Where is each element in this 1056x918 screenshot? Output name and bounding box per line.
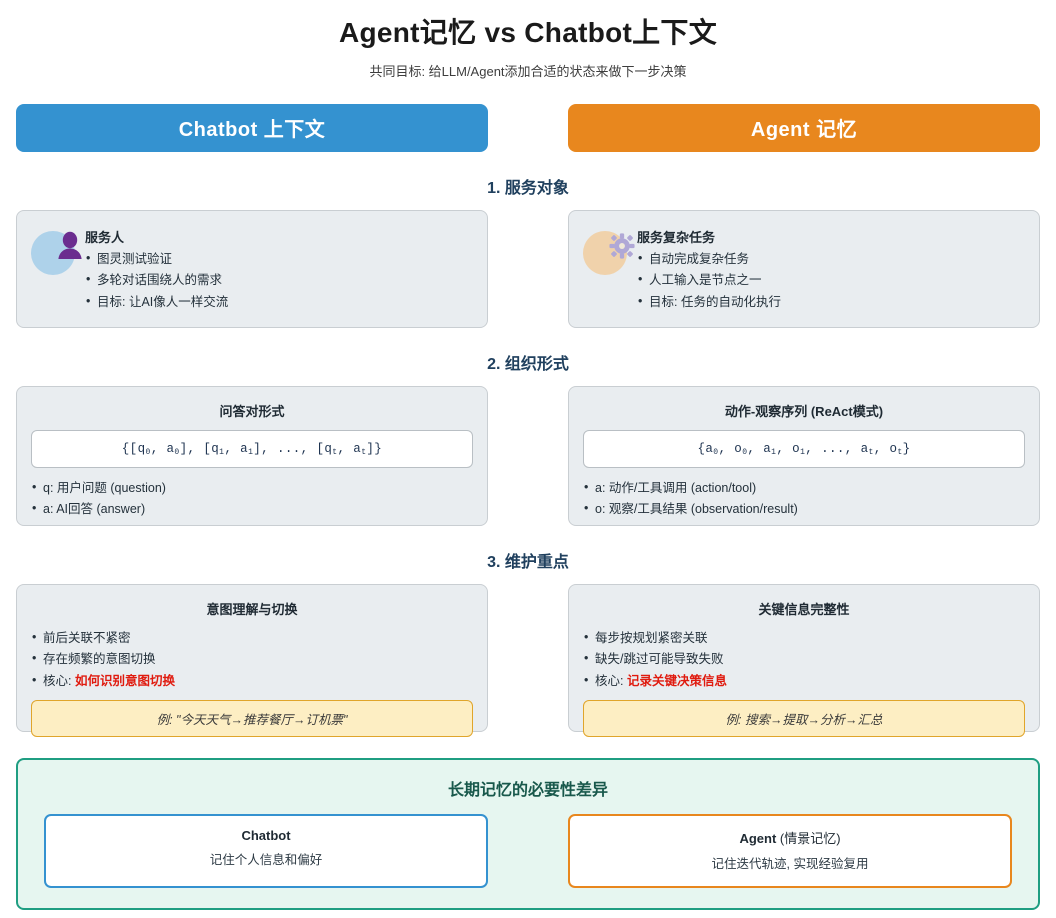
role-bullets-right: 自动完成复杂任务 人工输入是节点之一 目标: 任务的自动化执行 xyxy=(637,248,781,314)
format-notes-left: q: 用户问题 (question) a: AI回答 (answer) xyxy=(31,477,473,521)
card-format-right: 动作-观察序列 (ReAct模式) {a0, o0, a1, o1, ..., … xyxy=(568,385,1040,526)
list-item: a: AI回答 (answer) xyxy=(31,498,473,521)
section-1-row: 服务人 图灵测试验证 多轮对话围绕人的需求 目标: 让AI像人一样交流 xyxy=(16,209,1040,328)
role-title: 服务人 xyxy=(85,229,125,245)
list-item-core: 核心: 记录关键决策信息 xyxy=(583,670,1025,693)
banner-chatbot[interactable]: Chatbot 上下文 xyxy=(16,103,488,152)
card-focus-right: 关键信息完整性 每步按规划紧密关联 缺失/跳过可能导致失败 核心: 记录关键决策… xyxy=(568,583,1040,738)
card-title: 意图理解与切换 xyxy=(206,601,298,617)
banner-row: Chatbot 上下文 Agent 记忆 xyxy=(16,103,1040,152)
role-bullets-left: 图灵测试验证 多轮对话围绕人的需求 目标: 让AI像人一样交流 xyxy=(85,248,228,314)
title-light: (情景记忆) xyxy=(779,830,841,846)
focus-bullets-right: 每步按规划紧密关联 缺失/跳过可能导致失败 核心: 记录关键决策信息 xyxy=(583,627,1025,693)
format-notes-right: a: 动作/工具调用 (action/tool) o: 观察/工具结果 (obs… xyxy=(583,477,1025,521)
role-title: 服务复杂任务 xyxy=(637,229,716,245)
bottom-card-title: Agent (情景记忆) xyxy=(580,828,1000,847)
card-format-left: 问答对形式 {[q0, a0], [q1, a1], ..., [qt, at]… xyxy=(16,385,488,526)
core-label: 核心: xyxy=(595,673,627,688)
list-item: 多轮对话围绕人的需求 xyxy=(85,269,228,292)
list-item: 存在频繁的意图切换 xyxy=(31,648,473,671)
bottom-card-row: Chatbot 记住个人信息和偏好 Agent (情景记忆) 记住迭代轨迹, 实… xyxy=(44,813,1012,888)
example-box-left: 例: "今天天气→推荐餐厅→订机票" xyxy=(31,700,473,738)
page-subtitle: 共同目标: 给LLM/Agent添加合适的状态来做下一步决策 xyxy=(369,63,687,79)
card-title: 问答对形式 xyxy=(219,403,285,419)
page-title: Agent记忆 vs Chatbot上下文 xyxy=(338,17,718,48)
list-item: o: 观察/工具结果 (observation/result) xyxy=(583,498,1025,521)
role-body-left: 服务人 图灵测试验证 多轮对话围绕人的需求 目标: 让AI像人一样交流 xyxy=(85,225,228,314)
card-service-target-left: 服务人 图灵测试验证 多轮对话围绕人的需求 目标: 让AI像人一样交流 xyxy=(16,209,488,328)
list-item: 图灵测试验证 xyxy=(85,248,228,271)
list-item: 自动完成复杂任务 xyxy=(637,248,781,271)
bottom-card-desc: 记住迭代轨迹, 实现经验复用 xyxy=(711,856,869,871)
bottom-card-desc: 记住个人信息和偏好 xyxy=(209,852,323,867)
example-box-right: 例: 搜索→提取→分析→汇总 xyxy=(583,700,1025,738)
section-heading-3: 3. 维护重点 xyxy=(487,553,569,571)
code-box-react-format: {a0, o0, a1, o1, ..., at, ot} xyxy=(583,429,1025,468)
role-body-right: 服务复杂任务 自动完成复杂任务 人工输入是节点之一 目标: 任务的自动化执行 xyxy=(637,225,781,314)
title-strong: Chatbot xyxy=(241,827,291,843)
person-icon xyxy=(58,231,82,259)
list-item: q: 用户问题 (question) xyxy=(31,477,473,500)
section-heading-2: 2. 组织形式 xyxy=(487,355,569,373)
title-strong: Agent xyxy=(739,830,780,846)
list-item: 每步按规划紧密关联 xyxy=(583,627,1025,650)
code-box-qa-format: {[q0, a0], [q1, a1], ..., [qt, at]} xyxy=(31,429,473,468)
long-term-memory-panel: 长期记忆的必要性差异 Chatbot 记住个人信息和偏好 Agent (情景记忆… xyxy=(16,757,1040,910)
card-focus-left: 意图理解与切换 前后关联不紧密 存在频繁的意图切换 核心: 如何识别意图切换 例… xyxy=(16,583,488,738)
bottom-panel-title: 长期记忆的必要性差异 xyxy=(447,781,608,799)
list-item: 目标: 让AI像人一样交流 xyxy=(85,291,228,314)
core-label: 核心: xyxy=(43,673,75,688)
list-item: 目标: 任务的自动化执行 xyxy=(637,291,781,314)
section-3-row: 意图理解与切换 前后关联不紧密 存在频繁的意图切换 核心: 如何识别意图切换 例… xyxy=(16,583,1040,738)
section-2-row: 问答对形式 {[q0, a0], [q1, a1], ..., [qt, at]… xyxy=(16,385,1040,526)
core-value: 记录关键决策信息 xyxy=(626,673,727,688)
section-heading-1: 1. 服务对象 xyxy=(487,179,569,197)
gear-icon xyxy=(609,233,635,259)
bottom-card-agent[interactable]: Agent (情景记忆) 记住迭代轨迹, 实现经验复用 xyxy=(568,813,1012,888)
card-service-target-right: 服务复杂任务 自动完成复杂任务 人工输入是节点之一 目标: 任务的自动化执行 xyxy=(568,209,1040,328)
bottom-card-title: Chatbot xyxy=(56,828,476,843)
person-icon-badge xyxy=(31,227,82,275)
list-item: 人工输入是节点之一 xyxy=(637,269,781,292)
gear-icon-badge xyxy=(583,227,635,275)
bottom-card-chatbot[interactable]: Chatbot 记住个人信息和偏好 xyxy=(44,813,488,888)
list-item: 缺失/跳过可能导致失败 xyxy=(583,648,1025,671)
card-title: 关键信息完整性 xyxy=(758,601,850,617)
banner-agent[interactable]: Agent 记忆 xyxy=(568,103,1040,152)
list-item: a: 动作/工具调用 (action/tool) xyxy=(583,477,1025,500)
list-item: 前后关联不紧密 xyxy=(31,627,473,650)
focus-bullets-left: 前后关联不紧密 存在频繁的意图切换 核心: 如何识别意图切换 xyxy=(31,627,473,693)
list-item-core: 核心: 如何识别意图切换 xyxy=(31,670,473,693)
card-title: 动作-观察序列 (ReAct模式) xyxy=(724,403,884,419)
core-value: 如何识别意图切换 xyxy=(74,673,175,688)
